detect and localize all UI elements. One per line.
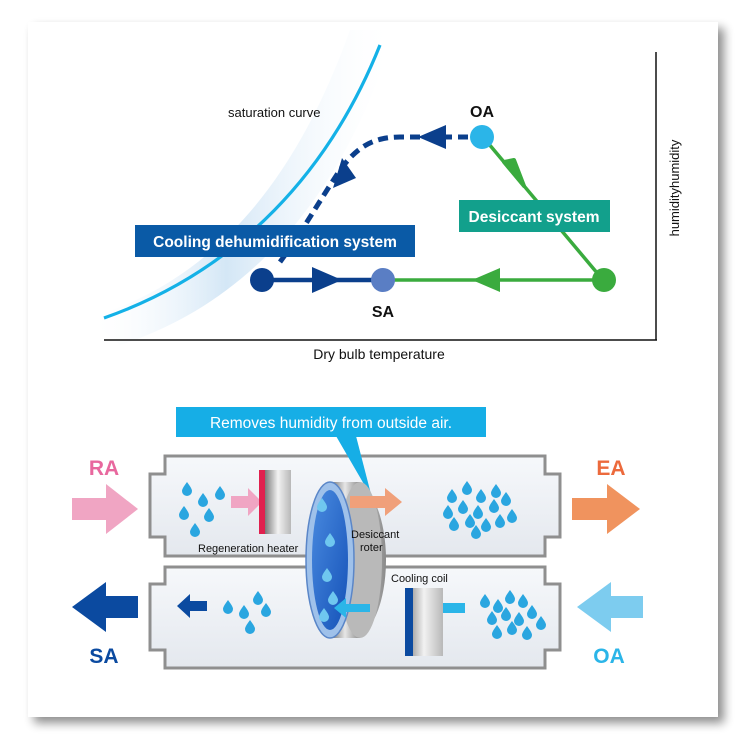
ra-label: RA	[89, 457, 119, 480]
ea-label: EA	[596, 457, 625, 480]
droplet	[449, 517, 459, 531]
oa-point-label: OA	[470, 104, 494, 121]
cooling-arrow-left	[418, 125, 446, 149]
desiccant-label: Desiccant system	[469, 209, 600, 226]
droplet	[518, 594, 528, 608]
x-axis-label: Dry bulb temperature	[313, 346, 445, 362]
heater-inlet-arrow	[231, 488, 262, 516]
droplet	[507, 509, 517, 523]
droplet	[489, 499, 499, 513]
rotor-exhaust-arrow	[350, 488, 402, 516]
psychrometric-chart: saturation curve humidityhumidity Dry bu…	[88, 30, 682, 362]
droplet	[190, 523, 200, 537]
droplet	[322, 568, 332, 582]
callout-box	[176, 407, 486, 437]
droplet	[179, 506, 189, 520]
oa-arrow	[577, 582, 643, 632]
droplet	[325, 533, 335, 547]
sa-label: SA	[89, 645, 118, 668]
droplet	[261, 603, 271, 617]
droplet	[471, 525, 481, 539]
cooling-path-dashed	[277, 134, 468, 264]
rotor-label-line1: Desiccant	[351, 529, 399, 541]
droplet	[492, 625, 502, 639]
sa-arrow	[72, 582, 138, 632]
droplet	[319, 608, 329, 622]
droplet	[458, 500, 468, 514]
droplet	[473, 505, 483, 519]
cooling-arrow-right	[312, 267, 342, 293]
coil-label: Cooling coil	[391, 573, 448, 585]
cooling-label: Cooling dehumidification system	[153, 234, 397, 251]
saturation-band	[88, 30, 395, 345]
sa-outlet-arrow	[177, 594, 207, 618]
droplet	[447, 489, 457, 503]
callout-pointer	[336, 436, 372, 498]
droplet	[536, 616, 546, 630]
cooling-arrow-diag	[333, 158, 356, 188]
droplet	[317, 498, 327, 512]
rotor-supply-arrow	[334, 598, 370, 618]
droplet	[182, 482, 192, 496]
droplet	[495, 514, 505, 528]
droplet	[245, 620, 255, 634]
droplet	[204, 508, 214, 522]
droplet	[493, 599, 503, 613]
saturation-label: saturation curve	[228, 105, 321, 120]
saturation-curve	[103, 44, 382, 320]
droplet	[481, 518, 491, 532]
rotor-face	[312, 490, 348, 630]
droplet	[501, 607, 511, 621]
droplet	[522, 626, 532, 640]
oa-label: OA	[593, 645, 625, 668]
droplet	[514, 612, 524, 626]
droplet	[491, 484, 501, 498]
droplet	[198, 493, 208, 507]
heater-plate	[265, 470, 291, 534]
droplet	[465, 514, 475, 528]
rotor-label-line2: roter	[360, 542, 383, 554]
coil-element	[405, 588, 413, 656]
droplet	[527, 605, 537, 619]
sa-point	[371, 268, 395, 292]
desiccant-unit: Removes humidity from outside air. RA EA…	[72, 407, 643, 670]
ea-arrow	[572, 484, 640, 534]
droplet	[215, 486, 225, 500]
droplet	[476, 489, 486, 503]
sa-point-label: SA	[372, 304, 395, 321]
droplet	[505, 590, 515, 604]
desiccant-point	[592, 268, 616, 292]
droplet	[501, 492, 511, 506]
droplet	[480, 594, 490, 608]
ra-arrow	[72, 484, 138, 534]
desiccant-arrow-down	[502, 158, 526, 188]
oa-point	[470, 125, 494, 149]
callout-text: Removes humidity from outside air.	[210, 415, 452, 432]
droplet	[239, 605, 249, 619]
droplet	[507, 621, 517, 635]
heater-label: Regeneration heater	[198, 543, 299, 555]
water-droplets	[179, 481, 546, 640]
desiccant-label-box	[459, 200, 610, 232]
droplet	[487, 611, 497, 625]
cooling-label-box	[135, 225, 415, 257]
droplet	[328, 591, 338, 605]
droplet	[223, 600, 233, 614]
droplet	[253, 591, 263, 605]
y-axis-label: humidityhumidity	[667, 139, 682, 236]
desiccant-arrow-left	[472, 268, 500, 292]
droplet	[443, 505, 453, 519]
cooling-point	[250, 268, 274, 292]
droplet	[462, 481, 472, 495]
heater-element	[259, 470, 265, 534]
